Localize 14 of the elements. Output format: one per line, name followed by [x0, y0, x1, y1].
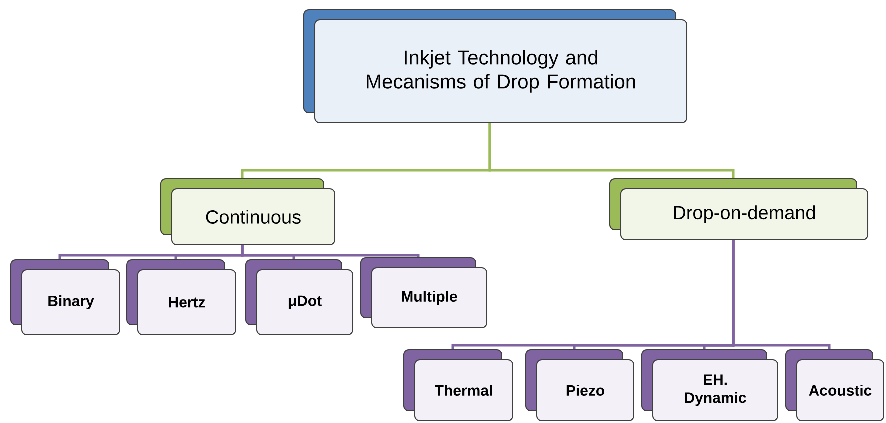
stacked-box: Continuous [160, 178, 336, 246]
connector [732, 240, 831, 350]
stacked-box: Acoustic [786, 350, 884, 422]
connector [241, 246, 420, 258]
connector [488, 124, 735, 178]
stacked-box: EH. Dynamic [642, 350, 778, 422]
stacked-box: Inkjet Technology and Mecanisms of Drop Formation [304, 10, 688, 124]
stacked-box: Binary [10, 260, 120, 336]
stacked-box: μDot [246, 260, 354, 336]
stacked-box: Thermal [404, 350, 514, 422]
stacked-box: Multiple [360, 258, 488, 328]
stacked-box: Hertz [126, 260, 236, 336]
stacked-box: Drop-on-demand [610, 178, 868, 240]
stacked-box: Piezo [526, 350, 634, 422]
